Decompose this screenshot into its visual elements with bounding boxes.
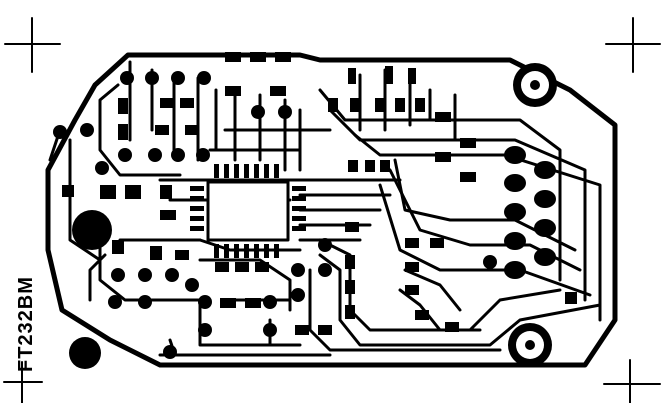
db9-connector-pads (504, 146, 556, 279)
mounting-holes (508, 63, 557, 367)
smd-pads (62, 52, 577, 335)
ic-ft232bm (206, 180, 290, 242)
registration-marks (3, 17, 661, 403)
board-label: FT232BM (15, 276, 37, 372)
board-outline (45, 52, 618, 368)
through-hole-pads (53, 71, 497, 369)
ic-pins (190, 164, 306, 258)
